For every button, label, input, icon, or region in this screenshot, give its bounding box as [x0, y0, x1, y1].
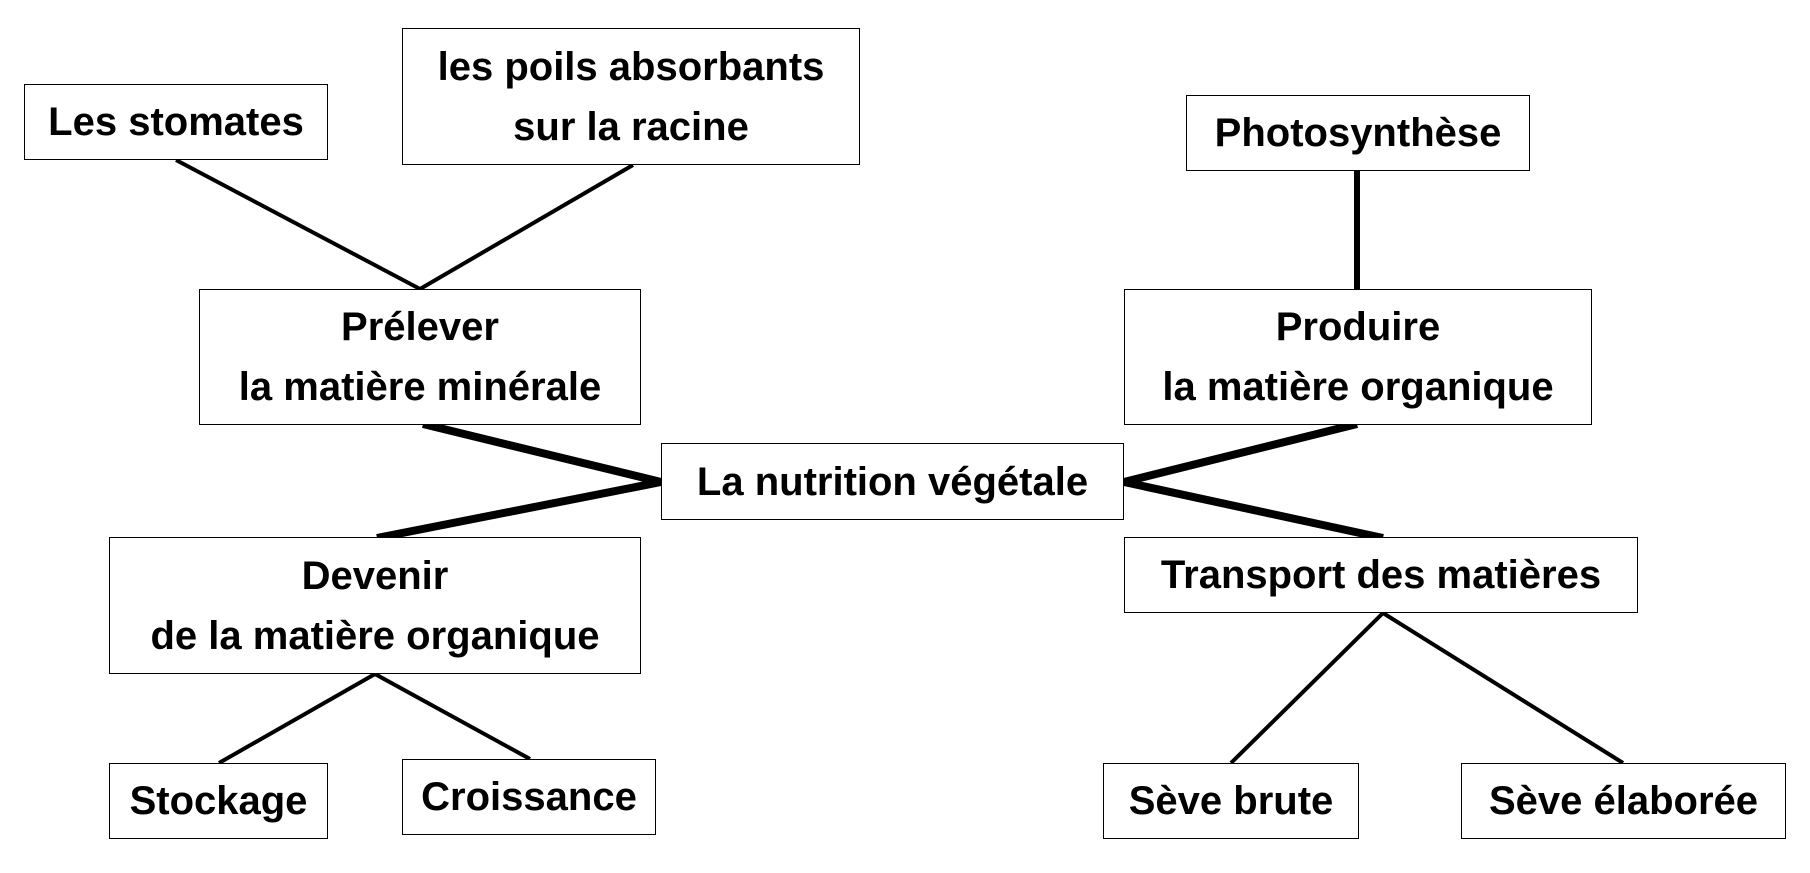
connector-center-produire — [1123, 420, 1358, 486]
node-croissance: Croissance — [402, 759, 656, 835]
node-produire-line2: la matière organique — [1162, 365, 1554, 409]
node-seve-elaboree: Sève élaborée — [1461, 763, 1786, 839]
node-devenir-line2: de la matière organique — [150, 613, 600, 658]
node-seve-brute-label: Sève brute — [1128, 779, 1334, 823]
node-seve-elaboree-label: Sève élaborée — [1488, 779, 1759, 823]
connector-prelever-stomates — [175, 158, 421, 291]
node-croissance-label: Croissance — [421, 775, 637, 819]
node-devenir-line1: Devenir — [301, 553, 449, 598]
node-photosynthese-label: Photosynthèse — [1214, 111, 1502, 155]
node-seve-brute: Sève brute — [1103, 763, 1359, 839]
node-prelever-line1: Prélever — [341, 305, 499, 349]
connector-center-prelever — [422, 420, 662, 486]
node-transport-label: Transport des matières — [1160, 553, 1602, 597]
node-stockage-label: Stockage — [129, 779, 308, 823]
node-poils: les poils absorbants sur la racine — [402, 28, 860, 165]
node-stomates-label: Les stomates — [48, 100, 304, 144]
node-poils-line1: les poils absorbants — [437, 44, 825, 89]
node-prelever-line2: la matière minérale — [238, 365, 602, 409]
connector-devenir-stockage — [218, 672, 376, 765]
connector-transport-seve-elaboree — [1381, 611, 1625, 765]
node-center-label: La nutrition végétale — [696, 459, 1089, 504]
node-transport: Transport des matières — [1124, 537, 1638, 613]
node-prelever: Prélever la matière minérale — [199, 289, 641, 425]
connector-center-devenir — [376, 478, 662, 542]
connector-transport-seve-brute — [1229, 611, 1385, 765]
node-poils-line2: sur la racine — [513, 104, 749, 149]
node-produire: Produire la matière organique — [1124, 289, 1592, 425]
node-center: La nutrition végétale — [661, 443, 1124, 520]
node-devenir: Devenir de la matière organique — [109, 537, 641, 674]
node-produire-line1: Produire — [1275, 305, 1441, 349]
node-photosynthese: Photosynthèse — [1186, 95, 1530, 171]
node-stockage: Stockage — [109, 763, 328, 839]
connector-prelever-poils — [418, 163, 635, 291]
connector-center-transport — [1123, 478, 1384, 542]
node-stomates: Les stomates — [24, 84, 328, 160]
connector-devenir-croissance — [374, 672, 531, 761]
